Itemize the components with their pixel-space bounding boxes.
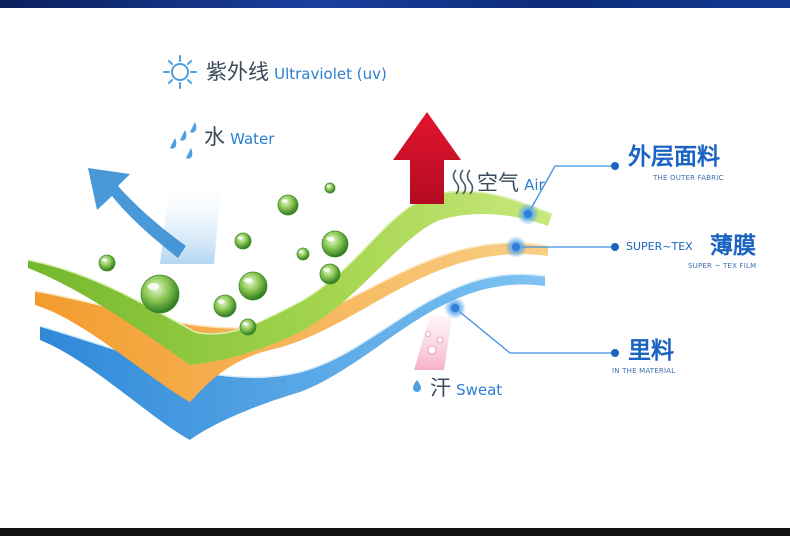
air-arrow <box>393 112 461 204</box>
water-droplet <box>324 182 336 194</box>
callout-dot-outer-label <box>611 162 619 170</box>
water-droplet-highlight <box>242 322 248 326</box>
sun-icon <box>163 55 197 89</box>
callout-dot-membrane-label <box>611 243 619 251</box>
top-decorative-band <box>0 0 790 8</box>
sweat-stream <box>414 316 452 370</box>
membrane-title-cn: 薄膜 <box>710 233 756 259</box>
air-label: 空气 Air <box>477 173 545 194</box>
water-droplet-highlight <box>323 268 330 272</box>
lining-subtitle: IN THE MATERIAL <box>612 367 676 375</box>
water-droplet-highlight <box>217 299 225 304</box>
sweat-label: 汗 Sweat <box>430 378 502 399</box>
water-droplet <box>296 247 310 261</box>
outer-fabric-subtitle: THE OUTER FABRIC <box>653 174 724 182</box>
water-droplet-highlight <box>326 236 335 242</box>
water-droplet-highlight <box>147 282 160 290</box>
water-droplet <box>234 232 252 250</box>
membrane-subtitle: SUPER ~ TEX FILM <box>688 262 757 270</box>
sweat-label-en: Sweat <box>456 381 503 399</box>
water-droplet <box>321 230 349 258</box>
water-droplet-highlight <box>243 277 253 283</box>
bottom-decorative-band <box>0 528 790 536</box>
water-droplet <box>239 318 257 336</box>
water-drops-icon <box>170 122 197 159</box>
callout-dots <box>444 162 619 357</box>
water-droplet-highlight <box>281 199 288 203</box>
water-droplet <box>277 194 299 216</box>
outer-layer <box>27 190 553 365</box>
water-droplet <box>213 294 237 318</box>
water-stream <box>160 178 222 264</box>
uv-label: 紫外线 Ultraviolet (uv) <box>206 62 387 83</box>
callout-line-outer <box>527 165 612 215</box>
water-droplet <box>319 263 341 285</box>
outer-fabric-title: 外层面料 <box>628 144 720 170</box>
air-wave-icon <box>452 169 474 195</box>
water-droplet-highlight <box>299 250 303 253</box>
water-droplet-highlight <box>101 258 107 262</box>
water-droplets <box>98 182 349 336</box>
air-label-cn: 空气 <box>477 171 519 195</box>
callout-dot-lining-label <box>611 349 619 357</box>
water-droplet <box>238 271 268 301</box>
water-repel-arrow <box>88 168 186 258</box>
uv-label-en: Ultraviolet (uv) <box>274 65 387 83</box>
water-label-cn: 水 <box>204 125 225 149</box>
sweat-label-cn: 汗 <box>430 376 451 400</box>
water-droplet <box>98 254 116 272</box>
water-label-en: Water <box>230 130 275 148</box>
sweat-bubbles <box>425 331 444 355</box>
water-droplet-highlight <box>326 185 330 187</box>
water-droplet <box>140 274 180 314</box>
lining-title: 里料 <box>628 338 674 364</box>
sweat-drop-icon <box>413 380 421 392</box>
water-label: 水 Water <box>204 127 274 148</box>
air-label-en: Air <box>524 176 545 194</box>
water-droplet-highlight <box>237 236 243 240</box>
callout-line-lining <box>454 307 612 354</box>
membrane-title-en: SUPER~TEX <box>626 240 693 253</box>
callout-lines <box>454 165 612 354</box>
uv-label-cn: 紫外线 <box>206 60 269 84</box>
